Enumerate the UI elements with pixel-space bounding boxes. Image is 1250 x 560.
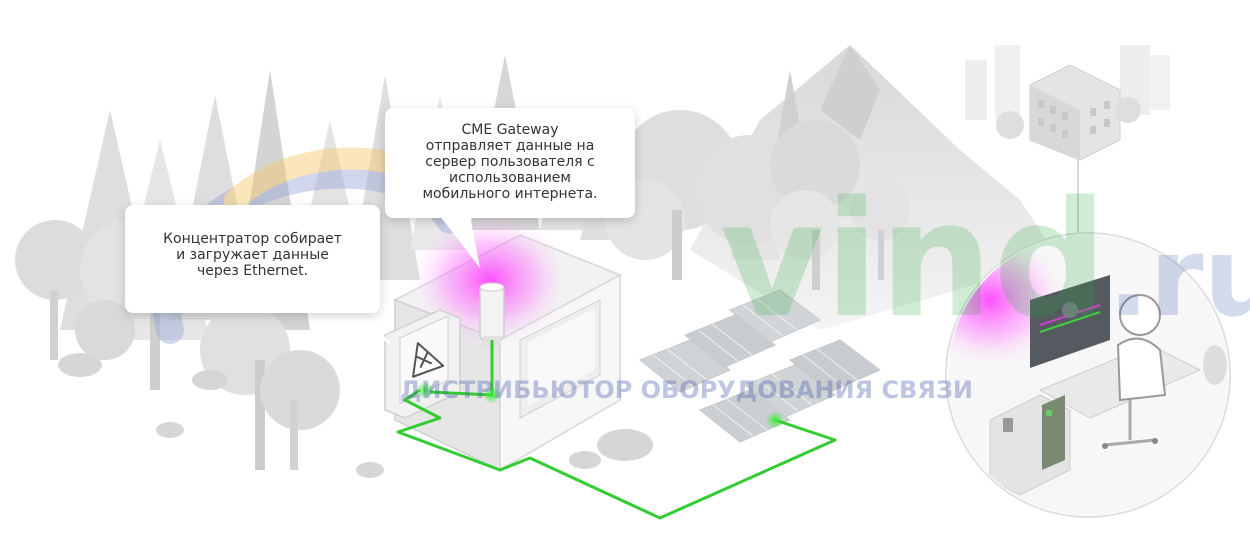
concentrator-callout-line: через Ethernet. [196, 263, 309, 279]
gateway-antenna-icon [479, 282, 505, 346]
concentrator-callout-line: Концентратор собирает [163, 231, 342, 247]
gateway-callout-line: мобильного интернета. [422, 186, 598, 202]
solar-panel-icon [639, 289, 881, 443]
concentrator-callout: Концентратор собирает и загружает данные… [125, 205, 380, 313]
watermark-logo: vind.ru [720, 180, 1250, 357]
concentrator-tools-icon [412, 342, 445, 378]
gateway-callout-line: использованием [449, 170, 571, 186]
gateway-callout-line: отправляет данные на [425, 138, 595, 154]
watermark-tagline: ДИСТРИБЬЮТОР ОБОРУДОВАНИЯ СВЯЗИ [400, 376, 973, 404]
rocks [58, 353, 653, 478]
gateway-callout: CME Gateway отправляет данные на сервер … [385, 108, 635, 218]
concentrator-callout-line: и загружает данные [176, 247, 329, 263]
watermark-logo-main: vind [720, 166, 1108, 353]
watermark-logo-suffix: .ru [1107, 213, 1250, 341]
city-buildings [965, 45, 1170, 235]
gateway-callout-title: CME Gateway [461, 122, 559, 138]
cable-connection-glows [416, 381, 784, 429]
gateway-callout-line: сервер пользователя с [425, 154, 595, 170]
